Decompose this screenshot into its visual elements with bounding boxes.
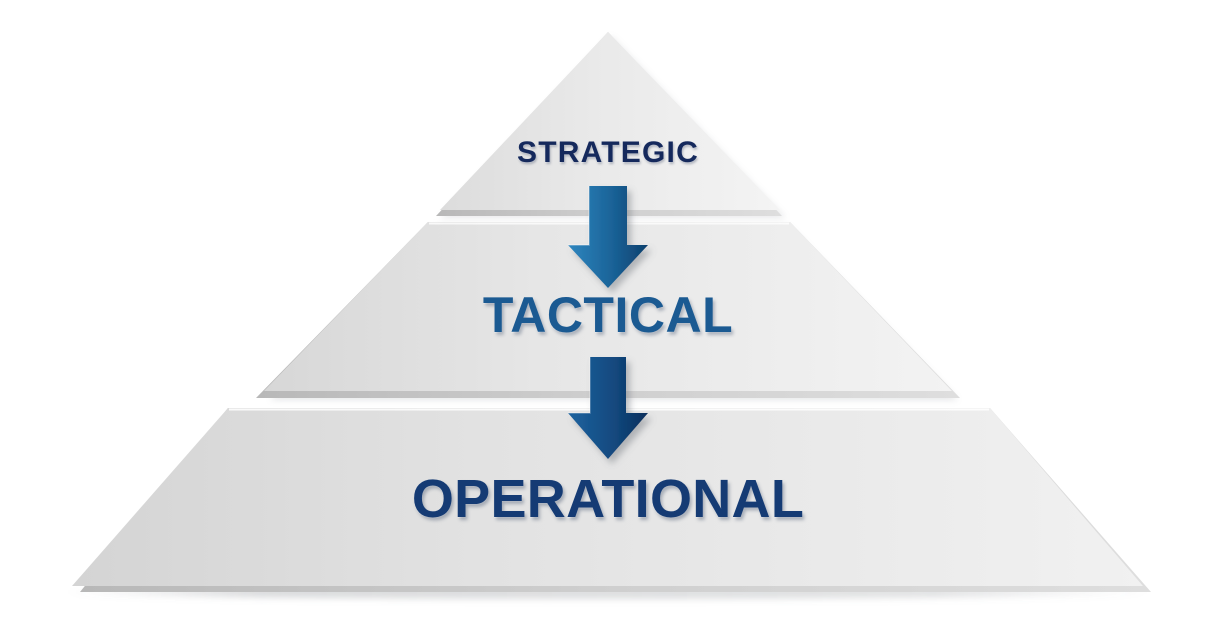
tier-label-operational: OPERATIONAL [411, 469, 805, 529]
tier-strategic[interactable] [436, 32, 786, 218]
tier-tactical-surface [264, 222, 952, 391]
tier-operational-surface [72, 408, 1143, 586]
down-arrow-icon-2[interactable] [568, 357, 648, 459]
tier-label-tactical: TACTICAL [482, 287, 734, 343]
down-arrow-icon-1[interactable] [568, 186, 648, 288]
tier-tactical[interactable] [256, 222, 960, 400]
tier-label-strategic: STRATEGIC [517, 136, 699, 169]
tier-strategic-surface [440, 32, 780, 210]
tier-operational[interactable] [72, 408, 1151, 592]
